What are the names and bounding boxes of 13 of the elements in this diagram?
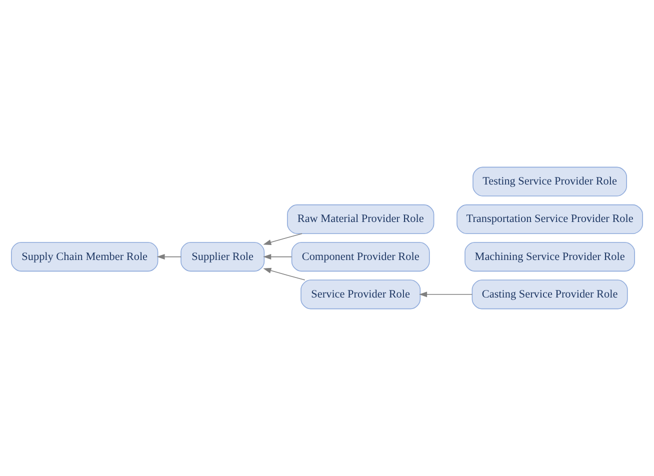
node-box: Machining Service Provider Role [464,242,635,272]
arrow [156,254,182,260]
arrow [263,254,292,260]
node-box: Component Provider Role [291,242,430,272]
node-box: Supply Chain Member Role [11,242,158,272]
node-box: Testing Service Provider Role [472,166,627,196]
node-box: Raw Material Provider Role [287,204,434,234]
node-box: Transportation Service Provider Role [456,204,643,234]
node-box: Casting Service Provider Role [472,280,628,310]
arrow [263,268,306,280]
arrow [419,292,472,298]
node-box: Supplier Role [180,242,265,272]
node-box: Service Provider Role [300,280,421,310]
